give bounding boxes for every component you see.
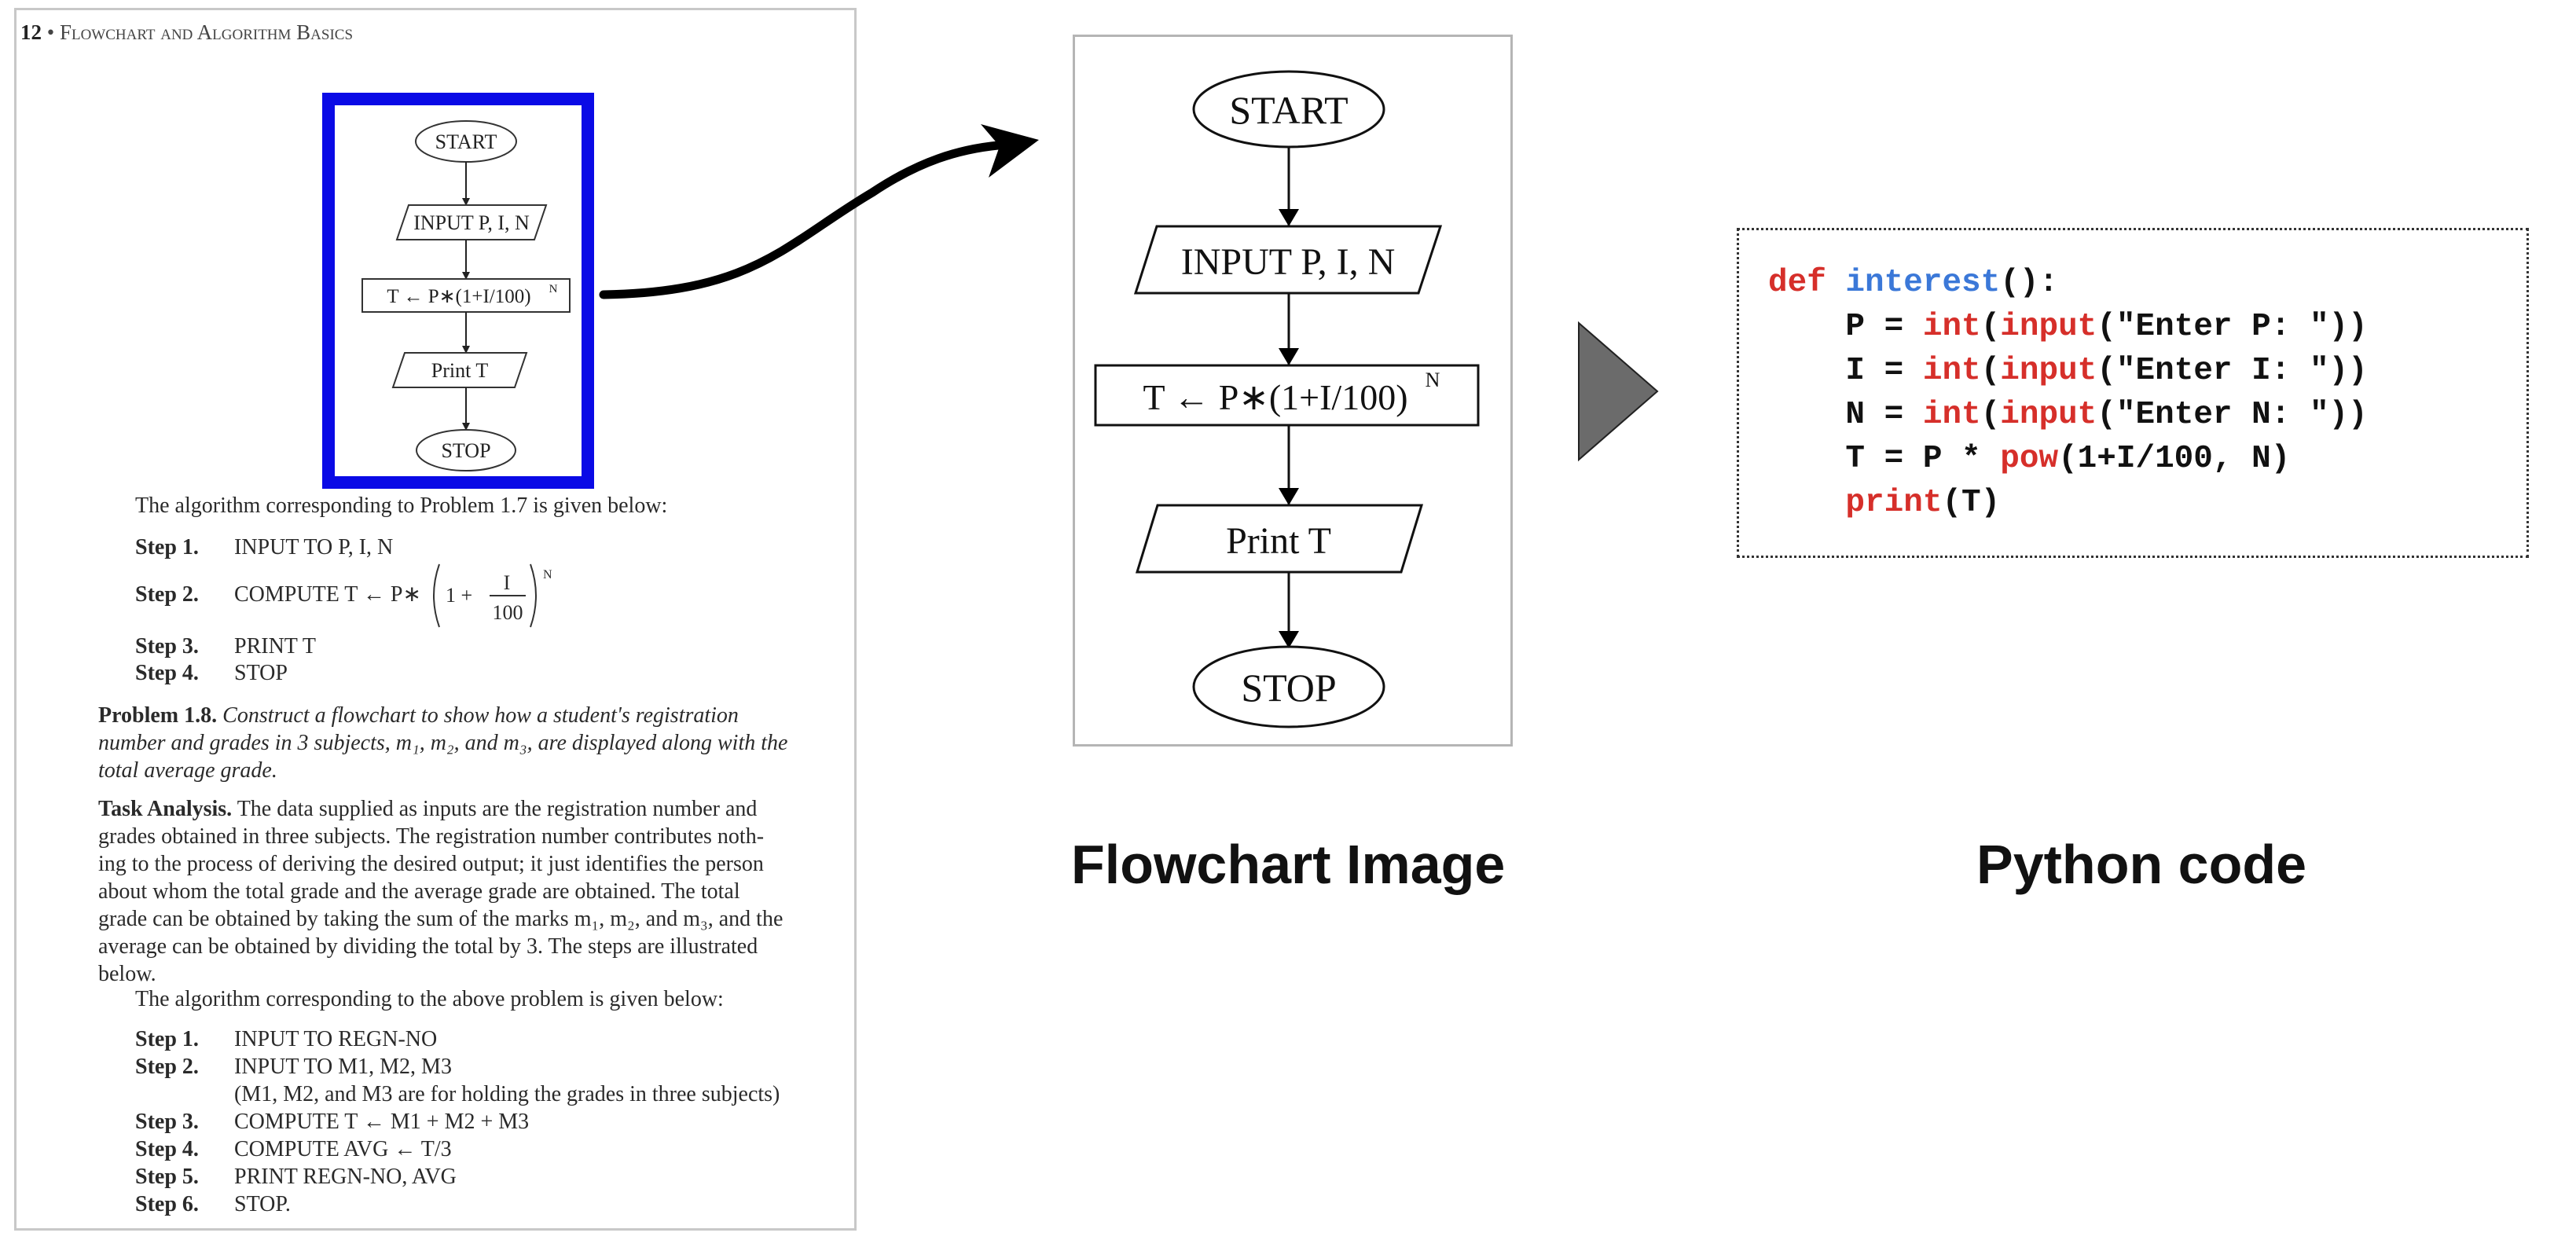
algo1-step-text: PRINT T <box>234 634 316 659</box>
stop-terminal <box>1192 645 1385 728</box>
flowchart-image-frame <box>1073 35 1513 747</box>
python-code-box <box>1737 228 2529 558</box>
algo2-step-text: STOP. <box>234 1192 291 1216</box>
small-process-label: T ← P∗(1+I/100) <box>387 286 530 307</box>
process-box <box>1094 364 1480 427</box>
algo1-step: Step 1. <box>135 535 199 559</box>
flowchart-caption: Flowchart Image <box>1071 834 1506 895</box>
small-process-sup: N <box>549 283 558 295</box>
algo2-step: Step 2. <box>135 1055 199 1079</box>
input-parallelogram <box>1133 225 1443 295</box>
highlight-box <box>322 93 594 489</box>
algo1-step: Step 2. <box>135 582 199 607</box>
algo1-step-text: STOP <box>234 661 288 685</box>
large-flowchart: START INPUT P, I, N T ← P∗(1+I/100) N Pr… <box>1094 70 1480 728</box>
small-start-label: START <box>435 130 497 153</box>
small-flowchart: START INPUT P, I, N T ← P∗(1+I/100) N Pr… <box>361 120 571 471</box>
algo2-step-text: INPUT TO REGN-NO <box>234 1027 438 1051</box>
algo2-step: Step 3. <box>135 1110 199 1134</box>
small-input-label: INPUT P, I, N <box>413 211 530 234</box>
algo2-step: Step 5. <box>135 1165 199 1189</box>
algo1-step-text: COMPUTE T ← P∗ <box>234 582 421 607</box>
problem-paragraph: Problem 1.8. Construct a flowchart to sh… <box>98 703 788 783</box>
process-sup: N <box>1426 369 1440 391</box>
small-input-parallelogram <box>395 204 548 240</box>
input-label: INPUT P, I, N <box>1181 241 1395 283</box>
algo1-intro: The algorithm corresponding to Problem 1… <box>135 493 668 518</box>
algo2-step-text: COMPUTE T ← M1 + M2 + M3 <box>234 1110 530 1134</box>
fraction-one: 1 + <box>446 584 472 607</box>
start-label: START <box>1229 88 1348 132</box>
algo2-step: Step 4. <box>135 1137 199 1161</box>
process-label: T ← P∗(1+I/100) <box>1143 377 1407 417</box>
print-label: Print T <box>1226 520 1331 562</box>
fraction-numerator: I <box>504 571 511 594</box>
code-block: def interest(): P = int(input("Enter P: … <box>1768 265 2368 521</box>
task-analysis-paragraph: Task Analysis. The data supplied as inpu… <box>98 797 783 986</box>
small-print-parallelogram <box>391 352 528 388</box>
algo2-step-note: (M1, M2, and M3 are for holding the grad… <box>234 1082 780 1106</box>
small-print-label: Print T <box>431 359 489 382</box>
algo2-step: Step 6. <box>135 1192 199 1216</box>
stop-label: STOP <box>1241 666 1336 710</box>
small-stop-label: STOP <box>441 439 490 462</box>
algo2-step-text: INPUT TO M1, M2, M3 <box>234 1055 452 1079</box>
algo2-step-text: COMPUTE AVG ← T/3 <box>234 1137 452 1161</box>
algo1-step: Step 3. <box>135 634 199 659</box>
algo2-intro: The algorithm corresponding to the above… <box>135 987 724 1011</box>
print-parallelogram <box>1135 504 1424 574</box>
play-triangle-icon <box>1578 321 1659 462</box>
algo2-step-text: PRINT REGN-NO, AVG <box>234 1165 457 1189</box>
algo1-step-text: INPUT TO P, I, N <box>234 535 394 559</box>
small-stop-terminal <box>416 429 516 471</box>
formula-fraction: 1 + I 100 N <box>433 563 552 628</box>
fraction-exponent: N <box>543 568 552 581</box>
algo1-step: Step 4. <box>135 661 199 685</box>
algo2-step: Step 1. <box>135 1027 199 1051</box>
fraction-denominator: 100 <box>493 601 523 624</box>
page-header: 12 • Flowchart and Algorithm Basics <box>20 20 354 44</box>
python-caption: Python code <box>1976 834 2307 895</box>
